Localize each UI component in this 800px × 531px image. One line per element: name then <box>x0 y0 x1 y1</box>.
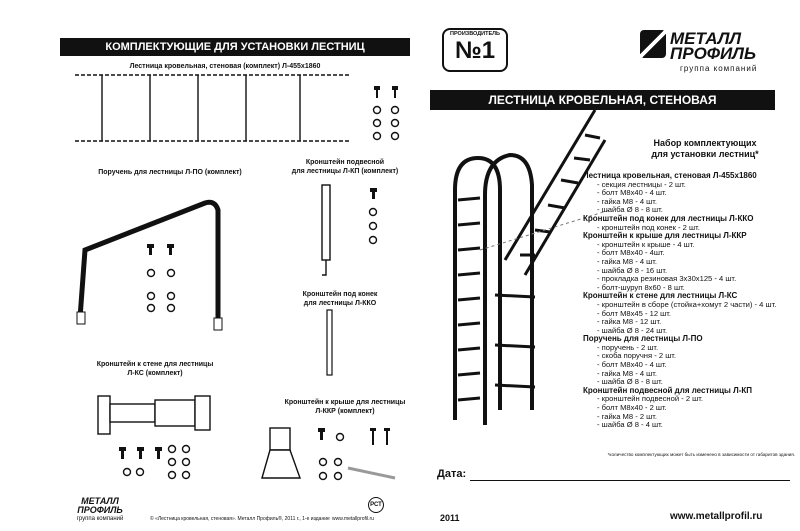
section-title: Лестница кровельная, стеновая Л-455х1860 <box>583 171 757 180</box>
list-item: - болт М8х40 - 2 шт. <box>597 403 667 413</box>
footer-site[interactable]: www.metallprofil.ru <box>670 511 763 522</box>
footer-logo-line1: МЕТАЛЛ <box>81 496 119 506</box>
footer-logo-sub: группа компаний <box>76 516 124 522</box>
footer-logo: МЕТАЛЛ ПРОФИЛЬ группа компаний <box>70 497 130 523</box>
section-title: Кронштейн к крыше для лестницы Л-ККР <box>583 231 747 241</box>
logo-line1: МЕТАЛЛ <box>670 29 742 48</box>
footer-copyright: © «Лестница кровельная, стеновая». Метал… <box>150 516 330 522</box>
list-item: - скоба поручня - 2 шт. <box>597 351 677 361</box>
list-item: - шайба Ø 8 - 24 шт. <box>597 325 668 335</box>
footer-small-site[interactable]: www.metallprofil.ru <box>332 516 374 522</box>
list-item: - шайба Ø 8 - 4 шт. <box>597 420 663 430</box>
list-item: - гайка М8 - 4 шт. <box>597 368 657 378</box>
footer-year: 2011 <box>440 513 460 523</box>
section-title: Поручень для лестницы Л-ПО <box>583 334 703 344</box>
list-item: - болт М8х40 - 4 шт. <box>597 188 667 198</box>
logo-sub: группа компаний <box>680 64 758 73</box>
list-item: - болт-шуруп 8х60 - 8 шт. <box>597 282 685 292</box>
producer-badge-num: №1 <box>454 37 496 64</box>
section-railing: Поручень для лестницы Л-ПО - поручень - … <box>583 335 788 387</box>
ridge-bracket-caption: Кронштейн под конек для лестницы Л-ККО <box>302 291 378 307</box>
set-title: Набор комплектующих для установки лестни… <box>651 138 759 159</box>
list-item: - болт М8х40 - 4шт. <box>597 248 665 258</box>
section-title: Кронштейн подвесной для лестницы Л-КП <box>583 385 753 395</box>
logo-mark-icon <box>640 30 666 58</box>
date-label: Дата: <box>437 468 467 480</box>
list-item: - секция лестницы - 2 шт. <box>597 179 686 189</box>
section-wall: Кронштейн к стене для лестницы Л-КС - кр… <box>583 292 788 335</box>
list-item: - шайба Ø 8 - 8 шт. <box>597 377 663 387</box>
hang-bracket-caption: Кронштейн подвесной для лестницы Л-КП (к… <box>291 159 399 175</box>
list-item: - болт М8х45 - 12 шт. <box>597 308 671 318</box>
date-input-line[interactable] <box>470 480 790 481</box>
footnote: *количество комплектующих может быть изм… <box>607 452 795 457</box>
list-item: - болт М8х40 - 4 шт. <box>597 360 667 370</box>
section-title: Кронштейн под конек для лестницы Л-ККО <box>583 213 754 223</box>
pct-mark-icon: РСТ <box>368 497 384 513</box>
list-item: - кронштейн подвесной - 2 шт. <box>597 394 704 404</box>
list-item: - кронштейн в сборе (стойка+хомут 2 част… <box>597 299 777 309</box>
list-item: - кронштейн к крыше - 4 шт. <box>597 239 695 249</box>
section-title: Кронштейн к стене для лестницы Л-КС <box>583 291 738 301</box>
wall-bracket-caption: Кронштейн к стене для лестницы Л-КС (ком… <box>96 361 214 377</box>
footer-logo-line2: ПРОФИЛЬ <box>77 505 123 515</box>
section-ladder: Лестница кровельная, стеновая Л-455х1860… <box>583 171 788 215</box>
list-item: - гайка М8 - 4 шт. <box>597 256 657 266</box>
producer-badge-top: ПРОИЗВОДИТЕЛЬ <box>450 31 500 37</box>
right-header: ЛЕСТНИЦА КРОВЕЛЬНАЯ, СТЕНОВАЯ <box>430 90 775 110</box>
left-header: КОМПЛЕКТУЮЩИЕ ДЛЯ УСТАНОВКИ ЛЕСТНИЦ <box>60 38 410 56</box>
list-item: - шайба Ø 8 - 8 шт. <box>597 205 663 215</box>
list-item: - поручень - 2 шт. <box>597 342 659 352</box>
section-roof: Кронштейн к крыше для лестницы Л-ККР - к… <box>583 232 788 292</box>
producer-badge: ПРОИЗВОДИТЕЛЬ №1 <box>442 28 508 72</box>
logo-line2: ПРОФИЛЬ <box>670 44 757 63</box>
section-hang: Кронштейн подвесной для лестницы Л-КП - … <box>583 385 788 430</box>
list-item: - прокладка резиновая 3х30х125 - 4 шт. <box>597 274 737 284</box>
list-item: - шайба Ø 8 - 16 шт. <box>597 265 668 275</box>
list-item: - гайка М8 - 2 шт. <box>597 411 657 421</box>
roof-bracket-caption: Кронштейн к крыше для лестницы Л-ККР (ко… <box>284 399 406 415</box>
section-ridge: Кронштейн под конек для лестницы Л-ККО -… <box>583 213 788 232</box>
list-item: - гайка М8 - 12 шт. <box>597 317 662 327</box>
ladder-caption: Лестница кровельная, стеновая (комплект)… <box>129 63 321 70</box>
list-item: - гайка М8 - 4 шт. <box>597 196 657 206</box>
list-item: - кронштейн под конек - 2 шт. <box>597 222 700 232</box>
railing-caption: Поручень для лестницы Л-ПО (комплект) <box>98 169 242 176</box>
components-list: Лестница кровельная, стеновая Л-455х1860… <box>583 171 788 430</box>
